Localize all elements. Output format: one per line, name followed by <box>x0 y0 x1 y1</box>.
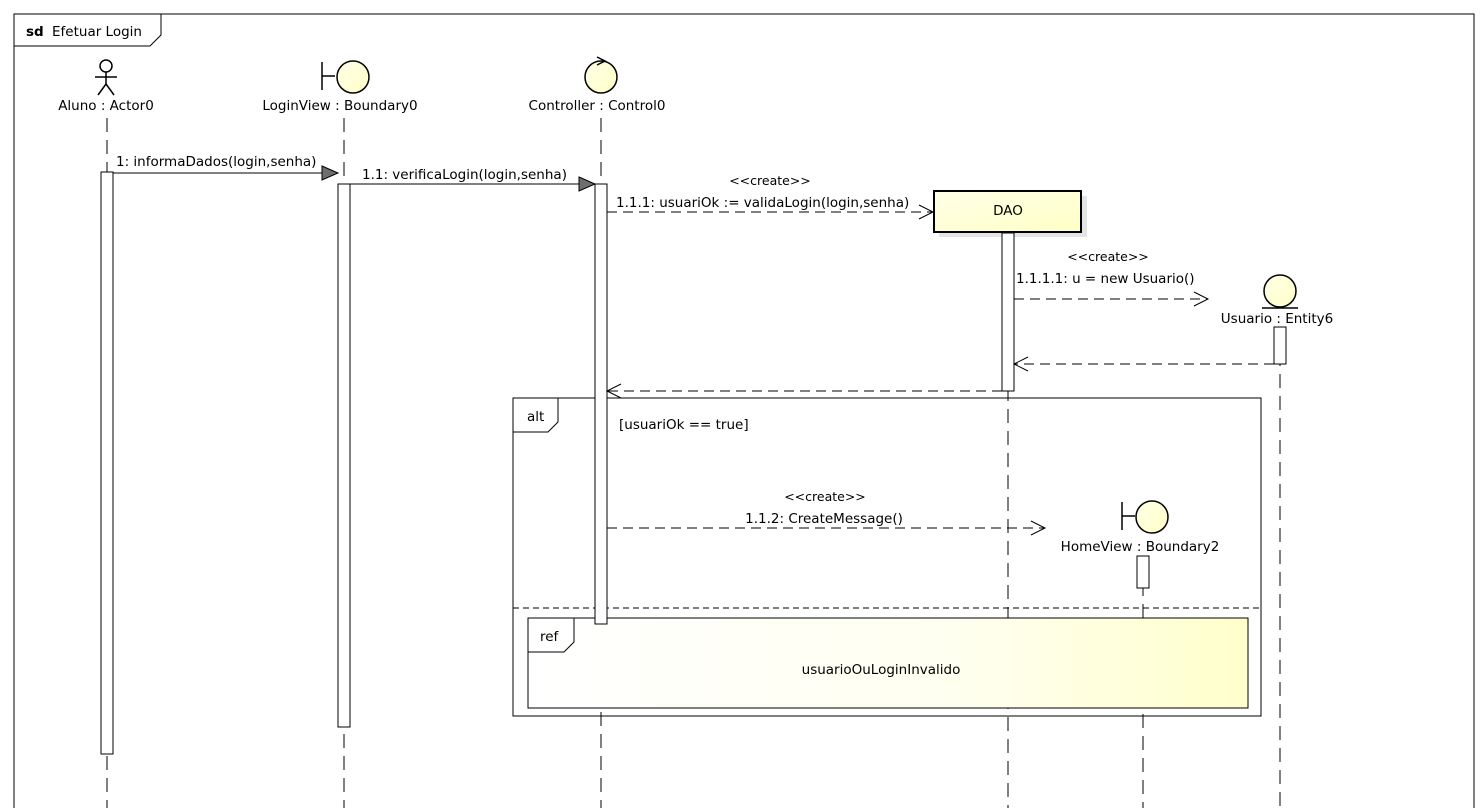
message-label-1: 1: informaDados(login,senha) <box>116 154 316 170</box>
message-arrow-1-1-2 <box>607 520 1047 536</box>
message-label-1-1: 1.1: verificaLogin(login,senha) <box>362 167 567 183</box>
ref-fragment <box>527 617 1249 709</box>
alt-guard: [usuariOk == true] <box>619 417 749 433</box>
alt-fragment <box>512 397 1262 717</box>
frame-title: Efetuar Login <box>52 24 142 40</box>
activation-homeview <box>1136 555 1150 589</box>
message-label-1-1-1-1: 1.1.1.1: u = new Usuario() <box>1016 271 1195 287</box>
message-stereotype-1-1-2: <<create>> <box>784 489 866 504</box>
frame-keyword: sd <box>26 24 44 40</box>
message-arrow-1-1-1-1 <box>1014 291 1210 307</box>
lifeline-label-usuario: Usuario : Entity6 <box>1221 311 1333 327</box>
lifeline-label-loginview: LoginView : Boundary0 <box>262 98 417 114</box>
alt-keyword: alt <box>527 409 544 425</box>
message-arrow-1-1-1 <box>607 204 935 220</box>
message-label-1-1-1: 1.1.1: usuariOk := validaLogin(login,sen… <box>616 195 909 211</box>
message-arrow-1-1 <box>350 176 597 192</box>
entity-icon <box>1262 274 1298 309</box>
lifeline-label-controller: Controller : Control0 <box>529 98 666 114</box>
return-arrow-usuario <box>1012 356 1274 372</box>
message-stereotype-1-1-1: <<create>> <box>729 173 811 188</box>
svg-text:sd Efetuar Login: sd Efetuar Login <box>26 24 142 40</box>
actor-icon <box>95 59 117 96</box>
ref-keyword: ref <box>540 629 560 645</box>
ref-name: usuarioOuLoginInvalido <box>802 662 961 678</box>
activation-usuario <box>1273 326 1287 365</box>
control-icon <box>584 56 618 94</box>
activation-aluno <box>100 171 114 755</box>
lifeline-label-dao: DAO <box>993 203 1023 219</box>
lifeline-label-homeview: HomeView : Boundary2 <box>1061 539 1220 555</box>
message-label-1-1-2: 1.1.2: CreateMessage() <box>745 511 903 527</box>
dao-object-box <box>933 190 1087 237</box>
lifeline-label-aluno: Aluno : Actor0 <box>58 98 154 114</box>
message-arrow-1 <box>113 165 340 181</box>
boundary-icon <box>1121 500 1169 534</box>
activation-controller <box>594 183 608 625</box>
diagram-frame: sd Efetuar Login <box>13 13 1475 808</box>
activation-dao <box>1001 232 1015 392</box>
activation-bars <box>100 171 1287 755</box>
activation-loginview <box>337 183 351 728</box>
boundary-icon <box>321 60 370 94</box>
message-stereotype-1-1-1-1: <<create>> <box>1067 249 1149 264</box>
return-arrow-dao <box>605 383 1002 399</box>
